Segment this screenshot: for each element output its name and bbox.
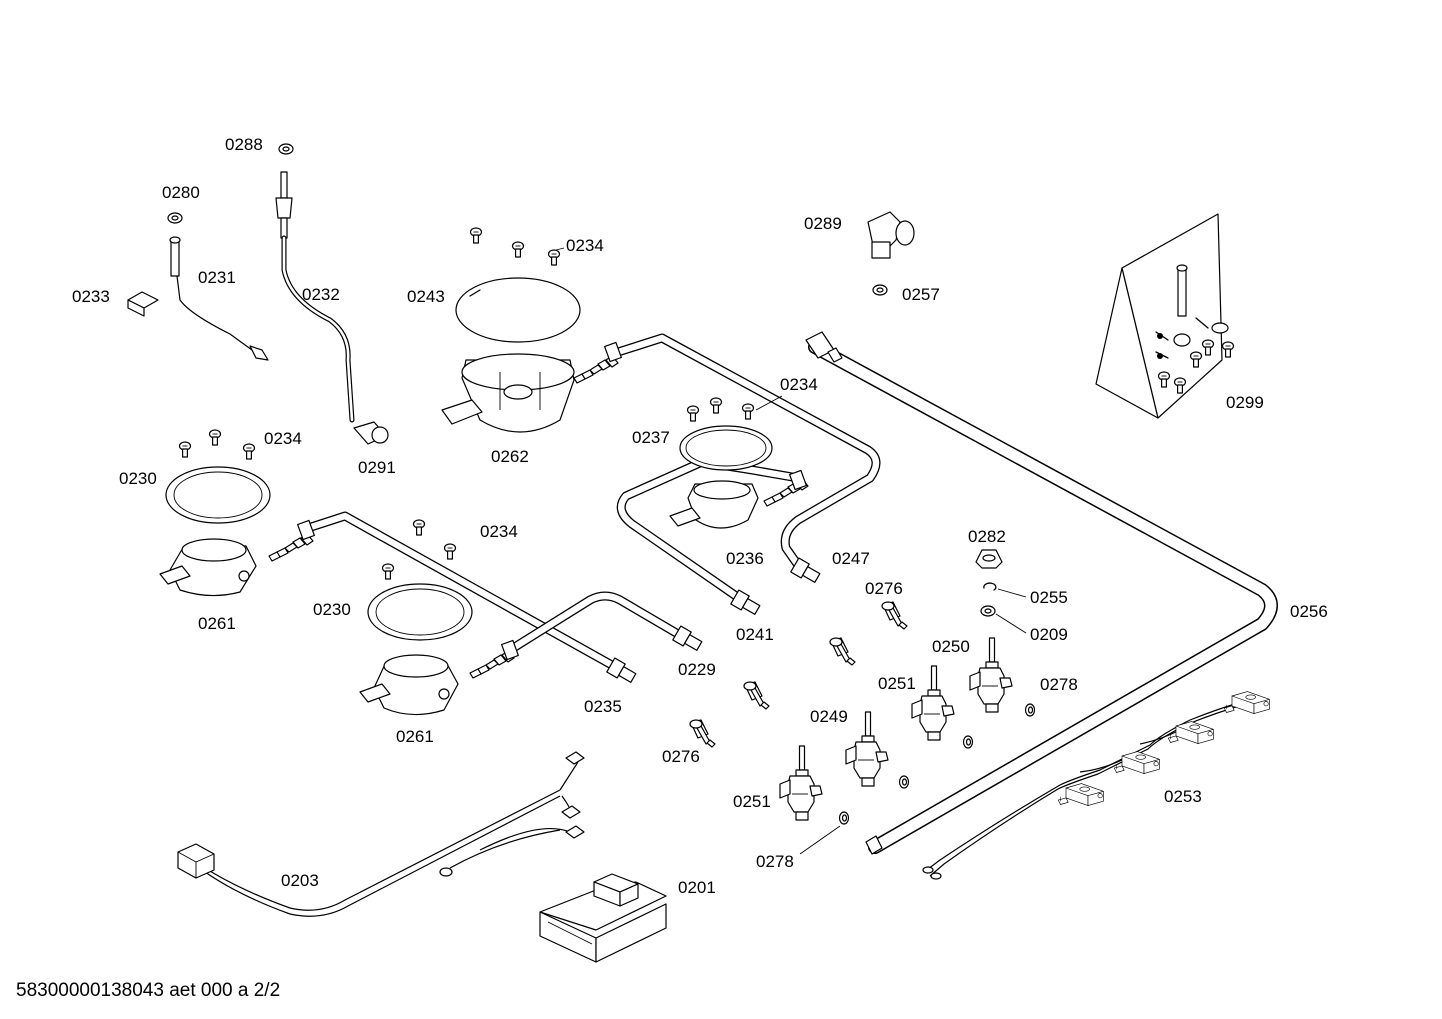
document-code: 58300000138043 aet 000 a 2/2 [16,980,281,1001]
spare-parts-bag-0299 [1095,213,1235,419]
screws-0234-top [469,227,561,266]
burner-cup-0261-upper [159,466,271,597]
leader-lines [555,247,1027,855]
label-0251-upper: 0251 [878,674,916,693]
label-0241: 0241 [736,625,774,644]
main-gas-pipe [805,331,1278,855]
label-0261-lower: 0261 [396,727,434,746]
label-0257: 0257 [902,285,940,304]
label-0278-lower: 0278 [756,852,794,871]
label-0203: 0203 [281,871,319,890]
label-0288: 0288 [225,135,263,154]
label-0247: 0247 [832,549,870,568]
label-0278-upper: 0278 [1040,675,1078,694]
burner-cup-0262 [441,277,581,433]
screws-0234-mid [686,397,755,422]
ignition-module-0201 [539,873,667,963]
pipe-0237-burner [616,457,803,601]
label-0262: 0262 [491,447,529,466]
label-0209: 0209 [1030,625,1068,644]
label-0253: 0253 [1164,787,1202,806]
label-0234-mid: 0234 [780,375,818,394]
label-0236: 0236 [726,549,764,568]
washer-0209 [980,605,996,617]
burner-cup-0236 [669,425,773,529]
pipe-0261-left [303,511,615,669]
label-0255: 0255 [1030,588,1068,607]
label-0282: 0282 [968,527,1006,546]
label-0243: 0243 [407,287,445,306]
screws-0234-left [178,429,256,460]
clip-0255 [983,582,997,591]
label-0249: 0249 [810,707,848,726]
label-0291: 0291 [358,458,396,477]
label-0251-lower: 0251 [733,792,771,811]
clip-0233 [127,291,159,317]
pipe-0262-burner [610,333,881,573]
electrode-0232 [275,143,389,445]
label-0235: 0235 [584,697,622,716]
label-0261-upper: 0261 [198,614,236,633]
label-0230-lower: 0230 [313,600,351,619]
label-0231: 0231 [198,268,236,287]
label-0234-top: 0234 [566,236,604,255]
label-0234-lower: 0234 [480,522,518,541]
pipe-0261-right [505,591,683,655]
label-0280: 0280 [162,183,200,202]
label-0276-upper: 0276 [865,579,903,598]
thermocouple-0231 [167,212,269,361]
label-0233: 0233 [72,287,110,306]
label-0234-left: 0234 [264,429,302,448]
pipe-fittings [268,341,821,683]
part-labels: 0288 0280 0231 0233 0232 0291 0289 0257 … [72,135,1328,897]
label-0299: 0299 [1226,393,1264,412]
label-0230-upper: 0230 [119,469,157,488]
wiring-harness-0203 [177,751,585,917]
valve-plugs-0276 [689,601,908,748]
burner-cup-0261-lower [359,583,473,716]
label-0201: 0201 [678,878,716,897]
label-0250: 0250 [932,637,970,656]
label-0229: 0229 [678,660,716,679]
label-0289: 0289 [804,214,842,233]
label-0276-lower: 0276 [662,747,700,766]
ignition-switch-harness-0253 [922,691,1270,880]
elbow-fitting-0289 [867,211,915,296]
label-0256: 0256 [1290,602,1328,621]
nut-0282 [975,549,1003,569]
label-0237: 0237 [632,428,670,447]
label-0232: 0232 [302,285,340,304]
